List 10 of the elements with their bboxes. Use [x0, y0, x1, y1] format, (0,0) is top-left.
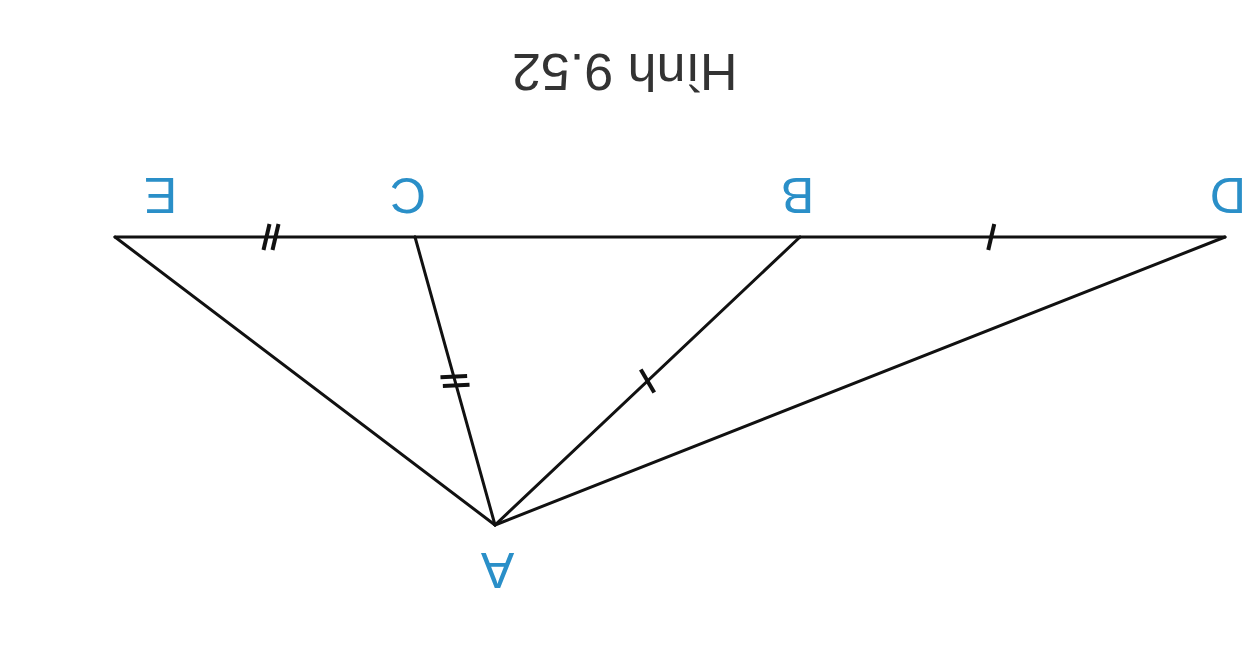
point-label: A [480, 545, 514, 595]
line-segment [493, 235, 802, 527]
line-segment [113, 235, 497, 527]
point-label: B [780, 170, 814, 220]
line-segment [493, 235, 1227, 527]
figure-caption: Hình 9.52 [512, 44, 738, 100]
point-label: D [1210, 170, 1247, 220]
point-label: C [390, 170, 427, 220]
point-label: E [143, 170, 177, 220]
line-segment [413, 235, 497, 527]
